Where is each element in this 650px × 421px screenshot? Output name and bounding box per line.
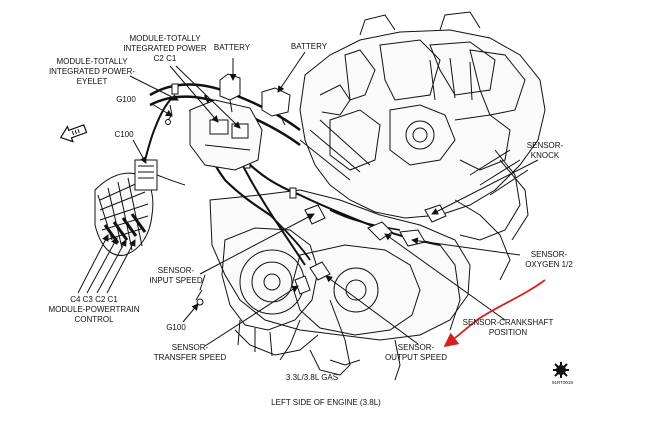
label-sensor-knock-2: KNOCK [531,151,560,160]
label-g100-top: G100 [116,95,136,104]
leader-lines [77,51,539,347]
red-annotation-stroke [443,279,546,348]
figure-id: 91RT0019 [552,380,573,385]
label-sensor-input-speed-2: INPUT SPEED [149,276,202,285]
label-battery-left: BATTERY [214,43,251,52]
label-sensor-input-speed-1: SENSOR- [158,266,195,275]
label-sensor-transfer-speed-2: TRANSFER SPEED [154,353,227,362]
label-module-pcm-1: C4 C3 C2 C1 [70,295,118,304]
label-sensor-oxygen-1: SENSOR- [531,250,568,259]
label-module-pcm-3: CONTROL [74,315,114,324]
label-module-pcm-2: MODULE-POWERTRAIN [49,305,140,314]
callout-labels: MODULE-TOTALLY INTEGRATED POWER- EYELET … [49,34,574,362]
label-sensor-output-speed-2: OUTPUT SPEED [385,353,447,362]
label-sensor-crankshaft-1: SENSOR-CRANKSHAFT [463,318,554,327]
label-sensor-transfer-speed-1: SENSOR- [172,343,209,352]
label-sensor-crankshaft-2: POSITION [489,328,527,337]
label-battery-right: BATTERY [291,42,328,51]
label-module-power-2: INTEGRATED POWER [123,44,207,53]
label-module-eyelet-3: EYELET [77,77,108,86]
label-module-eyelet-2: INTEGRATED POWER- [49,67,135,76]
label-module-power-3: C2 C1 [154,54,177,63]
caption-engine: 3.3L/3.8L GAS [286,373,338,382]
engine-illustration [94,11,546,381]
label-c100: C100 [114,130,134,139]
caption-side: LEFT SIDE OF ENGINE (3.8L) [271,398,381,407]
label-module-eyelet-1: MODULE-TOTALLY [56,57,128,66]
label-module-power-1: MODULE-TOTALLY [129,34,201,43]
front-arrow-icon [59,124,88,143]
label-g100-bottom: G100 [166,323,186,332]
label-sensor-oxygen-2: OXYGEN 1/2 [525,260,573,269]
label-sensor-output-speed-1: SENSOR- [398,343,435,352]
gear-badge-icon [553,362,569,378]
label-sensor-knock-1: SENSOR- [527,141,564,150]
